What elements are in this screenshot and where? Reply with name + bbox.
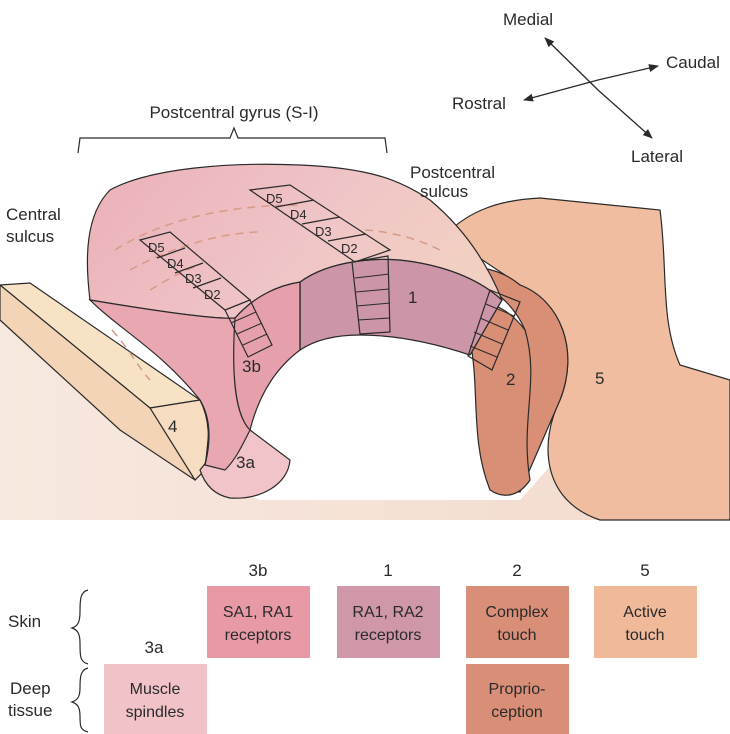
area-label-5: 5 bbox=[595, 369, 604, 388]
postcentral-sulcus-label-1: Postcentral bbox=[410, 163, 495, 182]
row-label-skin: Skin bbox=[8, 612, 41, 631]
box-1-line2: receptors bbox=[355, 627, 422, 644]
brace-skin bbox=[72, 590, 88, 664]
digit-1-d5: D5 bbox=[266, 191, 283, 206]
digit-3b-d4: D4 bbox=[167, 256, 184, 271]
box-prop-line1: Proprio- bbox=[489, 681, 546, 698]
box-3b-skin bbox=[207, 586, 310, 658]
area-label-1: 1 bbox=[408, 288, 417, 307]
box-3a-deep bbox=[104, 664, 207, 734]
box-1-skin bbox=[337, 586, 440, 658]
box-prop-line2: ception bbox=[491, 704, 543, 721]
col-header-1: 1 bbox=[383, 561, 392, 580]
col-header-3a: 3a bbox=[145, 638, 164, 657]
box-3b-line1: SA1, RA1 bbox=[223, 604, 293, 621]
col-header-5: 5 bbox=[640, 561, 649, 580]
digit-1-d3: D3 bbox=[315, 224, 332, 239]
digit-1-d2: D2 bbox=[341, 241, 358, 256]
box-5-line1: Active bbox=[623, 604, 667, 621]
box-2-line2: touch bbox=[497, 627, 536, 644]
digit-3b-d3: D3 bbox=[185, 271, 202, 286]
digit-1-d4: D4 bbox=[290, 207, 307, 222]
compass-rostral: Rostral bbox=[452, 94, 506, 113]
compass-axis-rostral-caudal bbox=[598, 66, 658, 80]
function-table: Skin Deep tissue 3a 3b 1 2 5 SA1, RA1 re… bbox=[8, 561, 697, 734]
area-label-3a: 3a bbox=[236, 453, 255, 472]
box-5-skin bbox=[594, 586, 697, 658]
area-label-2: 2 bbox=[506, 370, 515, 389]
brace-deep bbox=[72, 668, 88, 732]
digit-3b-d2: D2 bbox=[204, 287, 221, 302]
box-2-line1: Complex bbox=[485, 604, 548, 621]
central-sulcus-label-2: sulcus bbox=[6, 227, 54, 246]
box-2-skin bbox=[466, 586, 569, 658]
row-label-deep-1: Deep bbox=[10, 679, 51, 698]
compass-caudal: Caudal bbox=[666, 53, 720, 72]
box-2-deep bbox=[466, 664, 569, 734]
box-3a-line2: spindles bbox=[126, 704, 185, 721]
postcentral-sulcus-label-2: sulcus bbox=[420, 182, 468, 201]
compass-lateral: Lateral bbox=[631, 147, 683, 166]
box-3a-line1: Muscle bbox=[130, 681, 181, 698]
col-header-2: 2 bbox=[512, 561, 521, 580]
compass-medial: Medial bbox=[503, 10, 553, 29]
area-label-3b: 3b bbox=[242, 357, 261, 376]
central-sulcus-label-1: Central bbox=[6, 205, 61, 224]
col-header-3b: 3b bbox=[249, 561, 268, 580]
postcentral-gyrus-label: Postcentral gyrus (S-I) bbox=[149, 103, 318, 122]
orientation-compass: Medial Caudal Rostral Lateral bbox=[452, 10, 720, 166]
digit-3b-d5: D5 bbox=[148, 240, 165, 255]
area-label-4: 4 bbox=[168, 417, 177, 436]
gyrus-bracket bbox=[78, 128, 387, 153]
box-5-line2: touch bbox=[625, 627, 664, 644]
box-1-line1: RA1, RA2 bbox=[352, 604, 423, 621]
box-3b-line2: receptors bbox=[225, 627, 292, 644]
row-label-deep-2: tissue bbox=[8, 701, 52, 720]
